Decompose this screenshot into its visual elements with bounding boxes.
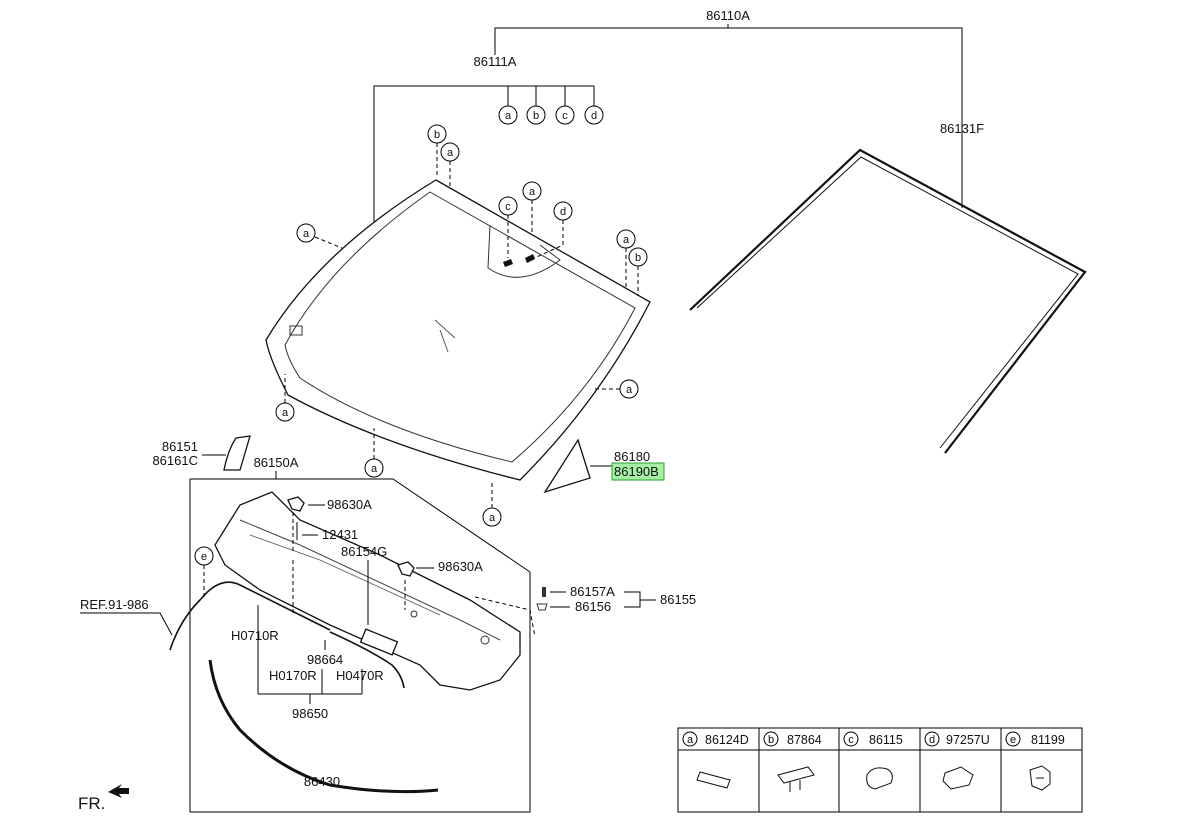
legend-part: 97257U: [946, 733, 990, 747]
callout-b: b: [434, 129, 440, 141]
legend-letter: e: [1010, 734, 1016, 746]
label-tri-2[interactable]: 86190B: [614, 464, 659, 479]
windshield-molding[interactable]: [689, 148, 1087, 454]
label-assy-main[interactable]: 86110A: [706, 8, 750, 23]
label-seal[interactable]: 86430: [304, 774, 340, 789]
label-clip-group[interactable]: 86155: [660, 592, 696, 607]
callout-a: a: [447, 147, 454, 159]
label-tri-1[interactable]: 86180: [614, 449, 650, 464]
callout-a: a: [623, 234, 630, 246]
front-arrow-icon: [108, 784, 129, 798]
legend-letter: d: [929, 734, 935, 746]
callout-c: c: [505, 201, 511, 213]
legend-part: 87864: [787, 733, 822, 747]
label-hose-assy[interactable]: 98650: [292, 706, 328, 721]
cowl-seal[interactable]: [208, 658, 439, 794]
label-trim-1[interactable]: 86151: [162, 439, 198, 454]
cowl-group: 86150A: [189, 455, 531, 813]
callout-b: b: [635, 252, 641, 264]
label-ref[interactable]: REF.91-986: [80, 597, 149, 612]
label-nozzle-2[interactable]: 98630A: [438, 559, 483, 574]
label-hose-3[interactable]: H0470R: [336, 668, 384, 683]
label-assy-glass[interactable]: 86111A: [474, 54, 517, 69]
label-valve[interactable]: 98664: [307, 652, 343, 667]
legend-letter: b: [768, 734, 774, 746]
legend-cell-b[interactable]: b 87864: [763, 731, 822, 792]
glass-callouts: b a a c d a a b a a a a: [275, 124, 648, 527]
cowl-labels: 98630A 12431 86154G 98630A 86157A 86156 …: [287, 496, 696, 638]
legend-letter: a: [687, 734, 694, 746]
strip-pad-icon: [696, 771, 731, 789]
callout-e: e: [201, 551, 207, 563]
top-callouts: a b c d: [498, 105, 604, 125]
callout-a: a: [371, 463, 378, 475]
label-hose-2[interactable]: H0170R: [269, 668, 317, 683]
hose-labels: e REF.91-986 H0710R 98664 H0170R H0470R …: [80, 546, 384, 721]
callout-a: a: [626, 384, 633, 396]
sensor-pad-icon: [942, 766, 974, 790]
legend-part: 86115: [869, 733, 903, 747]
side-trim[interactable]: 86151 86161C: [152, 435, 251, 471]
legend-letter: c: [848, 734, 854, 746]
push-clip-icon: [1029, 765, 1051, 791]
assembly-tree: 86110A 86111A 86131F: [373, 8, 984, 222]
legend-cell-e[interactable]: e 81199: [1005, 731, 1065, 791]
legend-cell-c[interactable]: c 86115: [843, 731, 903, 790]
front-direction-indicator: FR.: [78, 784, 129, 813]
callout-a: a: [282, 407, 289, 419]
label-cowl-part[interactable]: 86154G: [341, 544, 387, 559]
label-molding[interactable]: 86131F: [940, 121, 984, 136]
label-trim-2[interactable]: 86161C: [152, 453, 198, 468]
washer-hose[interactable]: [169, 581, 405, 689]
label-hose-1[interactable]: H0710R: [231, 628, 279, 643]
legend-cell-d[interactable]: d 97257U: [924, 731, 990, 790]
callout-d: d: [560, 206, 566, 218]
label-nozzle-1[interactable]: 98630A: [327, 497, 372, 512]
corner-triangle[interactable]: 86180 86190B: [543, 438, 665, 494]
label-clip-1[interactable]: 86157A: [570, 584, 615, 599]
label-clip-2[interactable]: 86156: [575, 599, 611, 614]
legend-part: 81199: [1031, 733, 1065, 747]
legend-part: 86124D: [705, 733, 749, 747]
label-direction: FR.: [78, 794, 105, 813]
label-screw[interactable]: 12431: [322, 527, 358, 542]
callout-a: a: [529, 186, 536, 198]
legend-cell-a[interactable]: a 86124D: [682, 731, 749, 789]
label-cowl-assy[interactable]: 86150A: [254, 455, 299, 470]
legend-table: a 86124D b 87864 c 86115 d 97257U e 8119…: [677, 727, 1083, 813]
callout-b: b: [533, 110, 539, 122]
clip-bracket-icon: [777, 766, 815, 792]
callout-d: d: [591, 110, 597, 122]
callout-a: a: [489, 512, 496, 524]
rubber-block-icon: [866, 767, 893, 790]
highlight-box: [611, 462, 665, 481]
callout-a: a: [505, 110, 512, 122]
callout-c: c: [562, 110, 568, 122]
windshield-glass[interactable]: [265, 179, 651, 481]
callout-a: a: [303, 228, 310, 240]
